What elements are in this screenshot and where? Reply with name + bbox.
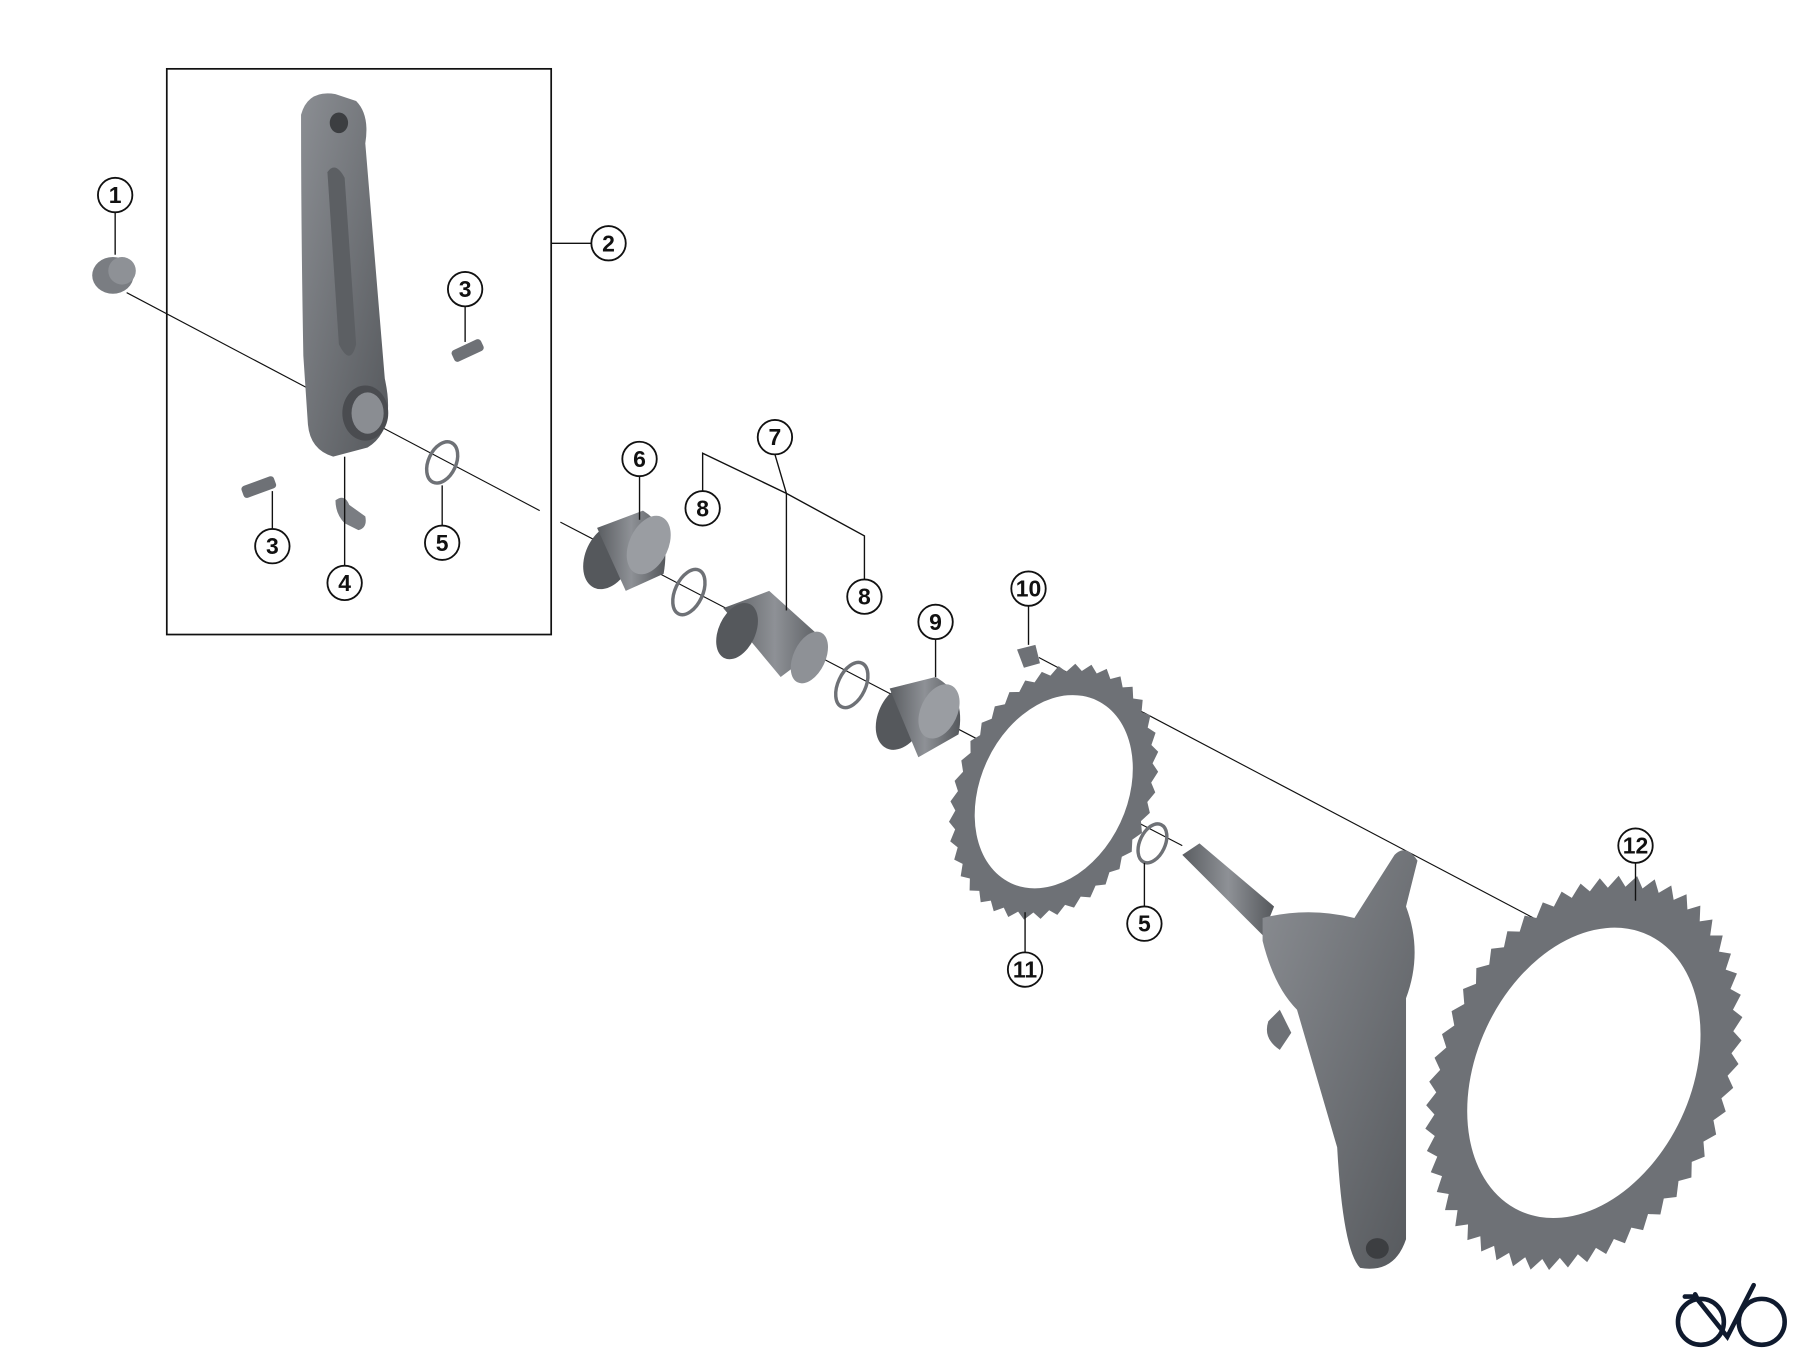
- right-crank-arm-part: [1182, 843, 1418, 1269]
- callout-circle: [684, 490, 721, 527]
- callout-11: 11: [1006, 951, 1044, 988]
- bb-sleeve-part: [716, 590, 828, 684]
- spacer-part: [833, 660, 870, 710]
- callout-12: 12: [1617, 827, 1654, 864]
- chainring-center: [974, 695, 1133, 889]
- callout-circle: [621, 440, 658, 478]
- callout-1: 1: [97, 176, 134, 214]
- callout-number: 3: [266, 533, 279, 559]
- assembly-box: [165, 67, 553, 636]
- callout-9: 9: [917, 603, 954, 641]
- callout-number: 2: [602, 230, 615, 256]
- o-ring-part: [1136, 822, 1169, 865]
- bb-cup-right-part: [875, 676, 961, 758]
- callout-circle: [917, 603, 954, 641]
- callout-3: 3: [446, 271, 484, 308]
- pinch-bolt-lower-part: [241, 476, 277, 498]
- callout-number: 8: [696, 495, 709, 521]
- callout-number: 1: [109, 182, 122, 208]
- callout-4: 4: [326, 564, 363, 602]
- o-ring-part: [424, 440, 460, 485]
- callout-circle: [424, 524, 461, 561]
- callout-number: 11: [1013, 957, 1037, 983]
- callout-8: 8: [846, 578, 883, 615]
- callout-circle: [1617, 827, 1654, 864]
- callout-circle: [326, 564, 363, 602]
- callout-number: 5: [1138, 911, 1151, 937]
- bb-cup-left-part: [583, 510, 671, 591]
- pinch-bolt-upper-part: [451, 339, 484, 362]
- leader-lines: [114, 212, 1637, 953]
- callout-8: 8: [684, 490, 721, 527]
- callout-circle: [1126, 905, 1163, 942]
- callout-5: 5: [1126, 905, 1163, 942]
- callout-number: 8: [858, 584, 871, 610]
- callout-number: 9: [929, 609, 942, 635]
- callout-3: 3: [254, 528, 291, 565]
- callout-7: 7: [756, 419, 794, 456]
- outer-chainring-part: [1425, 875, 1743, 1270]
- callout-number: 5: [436, 530, 449, 556]
- callout-5: 5: [424, 524, 461, 561]
- callout-circle: [756, 419, 794, 456]
- chainring-bolt-part: [1017, 644, 1040, 668]
- callout-number: 6: [633, 446, 646, 472]
- callout-number: 4: [338, 570, 351, 596]
- bike-logo: [1675, 1282, 1787, 1348]
- callout-circle: [1006, 951, 1044, 988]
- callout-2: 2: [590, 225, 627, 262]
- callout-number: 7: [769, 424, 782, 450]
- callout-number: 10: [1016, 576, 1042, 602]
- callout-6: 6: [621, 440, 658, 478]
- spacer-part: [671, 567, 707, 617]
- callout-circle: [590, 225, 627, 262]
- left-crank-arm-part: [301, 93, 389, 457]
- callout-circle: [446, 271, 484, 308]
- callout-circle: [1010, 570, 1047, 607]
- callout-10: 10: [1010, 570, 1047, 607]
- callout-number: 12: [1623, 833, 1649, 859]
- callout-number: 3: [459, 276, 472, 302]
- callout-circle: [97, 176, 134, 214]
- safety-plate-part: [335, 497, 366, 531]
- crank-cap-part: [92, 257, 136, 294]
- callout-circle: [254, 528, 291, 565]
- callout-circle: [846, 578, 883, 615]
- inner-chainring-part: [948, 663, 1159, 920]
- chainring-center: [1467, 927, 1701, 1219]
